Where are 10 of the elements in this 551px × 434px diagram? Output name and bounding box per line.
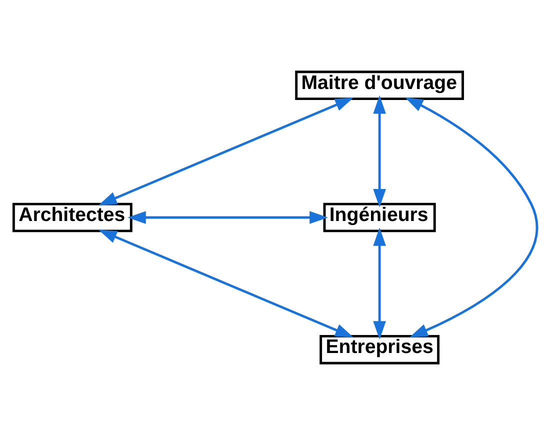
arrow	[98, 229, 354, 337]
node-box: Ingénieurs	[323, 202, 436, 232]
node-box: Entreprises	[320, 334, 440, 364]
arrow	[373, 226, 386, 340]
arrow	[404, 96, 538, 338]
arrow	[98, 97, 354, 205]
arrow	[373, 94, 386, 207]
node-box: Architectes	[12, 202, 132, 232]
arrow	[128, 210, 328, 224]
node-box: Maitre d'ouvrage	[295, 70, 464, 100]
